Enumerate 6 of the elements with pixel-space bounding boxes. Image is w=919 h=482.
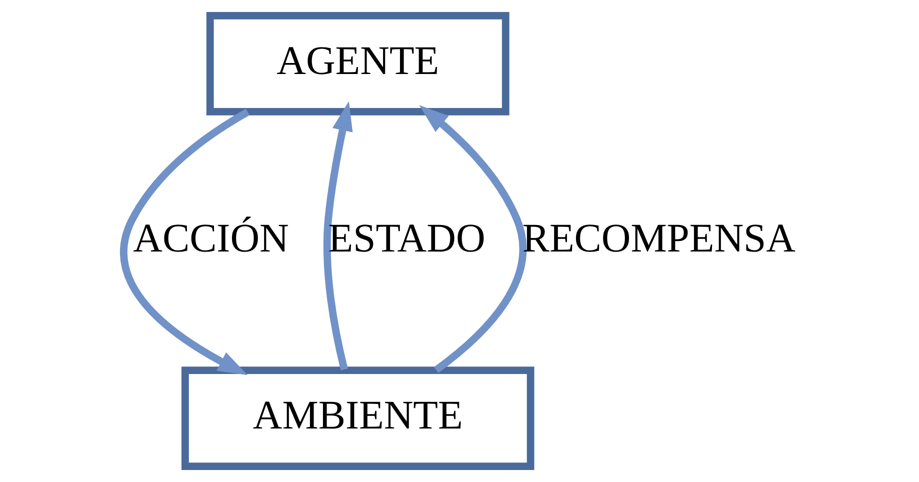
node-box: AGENTE xyxy=(206,12,510,116)
node-box: AMBIENTE xyxy=(181,366,534,470)
edge-label: ACCIÓN xyxy=(133,215,289,260)
arrow xyxy=(120,108,250,376)
arrow xyxy=(419,105,527,373)
arrow xyxy=(323,101,353,370)
